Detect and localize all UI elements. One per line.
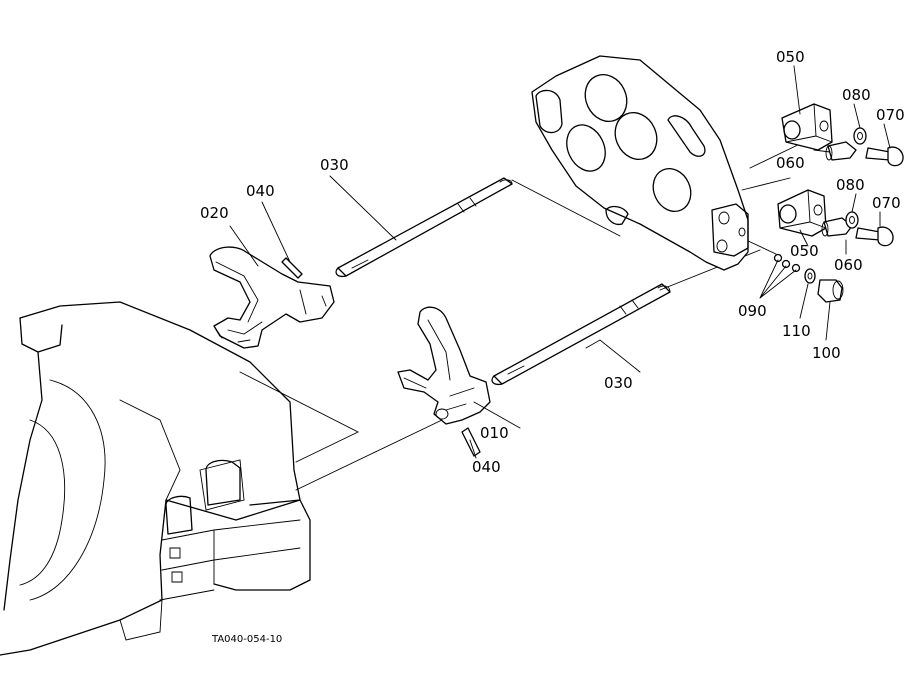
shift-shaft-lower <box>491 283 671 386</box>
washer-110 <box>804 268 816 284</box>
detent-block-upper <box>781 103 833 151</box>
bolt-lower <box>855 226 894 247</box>
label-040-upper: 040 <box>246 182 275 200</box>
callout-leaders <box>229 65 891 459</box>
label-100: 100 <box>812 344 841 362</box>
spring-pin-upper <box>281 257 303 279</box>
bolt-upper <box>865 146 904 167</box>
label-020: 020 <box>200 204 229 222</box>
shift-fork-010 <box>397 306 491 425</box>
cover-plate <box>531 55 749 271</box>
assembly-lines <box>239 139 809 491</box>
label-110: 110 <box>782 322 811 340</box>
label-050-upper: 050 <box>776 48 805 66</box>
label-050-lower: 050 <box>790 242 819 260</box>
label-040-lower: 040 <box>472 458 501 476</box>
detent-balls <box>773 253 801 273</box>
washer-upper <box>853 127 867 145</box>
drawing-code: TA040-054-10 <box>211 634 282 645</box>
part-labels: 010 020 030 030 040 040 050 050 060 060 … <box>200 48 905 645</box>
shift-fork-020 <box>209 246 335 349</box>
label-080-lower: 080 <box>836 176 865 194</box>
label-070-lower: 070 <box>872 194 901 212</box>
detent-plunger-lower <box>821 217 853 237</box>
label-060-upper: 060 <box>776 154 805 172</box>
label-030-upper: 030 <box>320 156 349 174</box>
label-010: 010 <box>480 424 509 442</box>
label-030-lower: 030 <box>604 374 633 392</box>
detent-plunger-upper <box>825 141 857 161</box>
shift-shaft-upper <box>335 177 513 278</box>
washer-lower <box>845 211 859 229</box>
plug-100 <box>817 279 844 303</box>
label-060-lower: 060 <box>834 256 863 274</box>
label-090: 090 <box>738 302 767 320</box>
label-080-upper: 080 <box>842 86 871 104</box>
transmission-case <box>0 301 311 656</box>
detent-block-lower <box>777 189 827 237</box>
label-070-upper: 070 <box>876 106 905 124</box>
